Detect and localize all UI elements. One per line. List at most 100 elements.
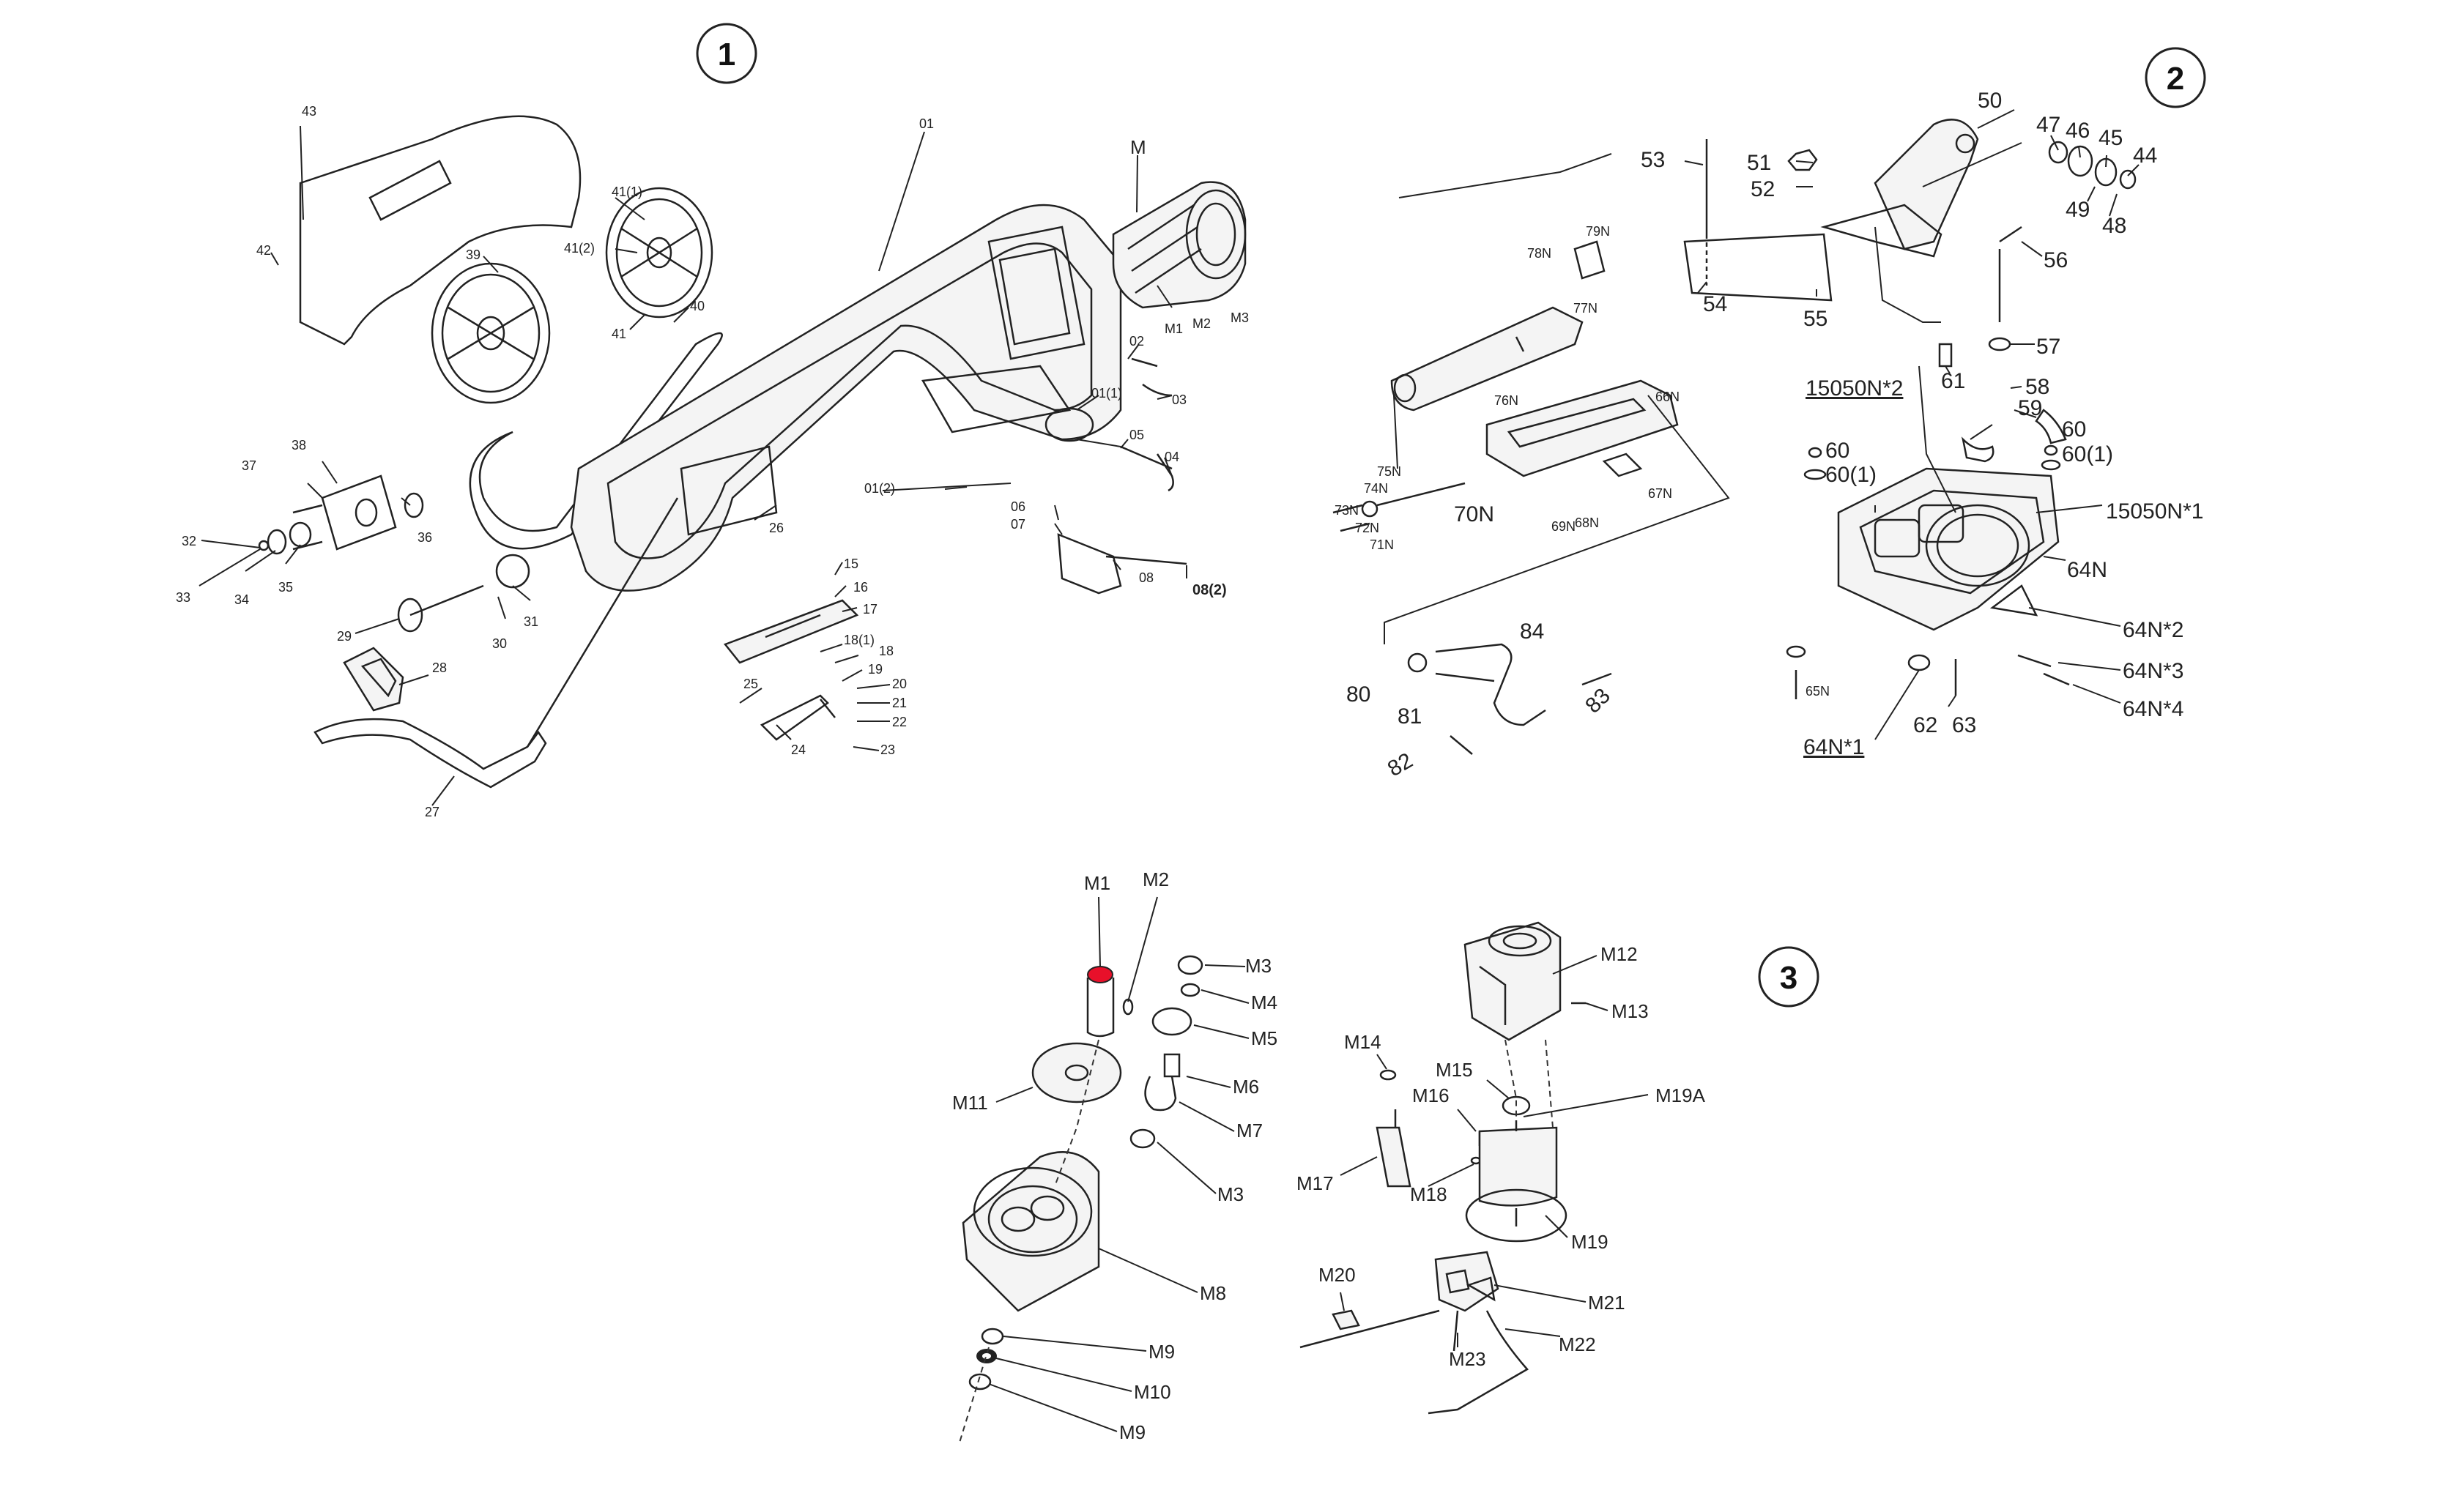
label-42: 42: [256, 243, 271, 258]
vise-jaw-76N: [1390, 306, 1584, 412]
label-39: 39: [466, 247, 480, 262]
label-72N: 72N: [1355, 521, 1379, 535]
label-65N: 65N: [1806, 684, 1830, 699]
label-32: 32: [182, 534, 196, 548]
board-M17: [1376, 1126, 1411, 1188]
label-67N: 67N: [1648, 486, 1672, 501]
section-3-drawing: [959, 896, 1649, 1443]
part-M1-highlight: [1087, 966, 1113, 983]
saw-frame-01: [570, 204, 1122, 592]
label-24: 24: [791, 742, 806, 757]
label-53: 53: [1641, 148, 1665, 172]
label-01: 01: [919, 116, 934, 131]
label-43: 43: [302, 104, 316, 119]
label-37: 37: [242, 458, 256, 473]
label-54: 54: [1703, 292, 1727, 316]
label-M11: M11: [952, 1092, 988, 1114]
section-3-labels: M1 M2 M3 M4 M5 M6 M7 M3 M8 M9 M10 M9 M11…: [952, 868, 1706, 1443]
label-31: 31: [524, 614, 538, 629]
label-47: 47: [2036, 113, 2060, 137]
label-M7: M7: [1236, 1120, 1263, 1142]
svg-text:3: 3: [1780, 960, 1797, 996]
section-2-labels: 50 47 46 45 44 49 48 51 52 53 54 55 56 5…: [1335, 89, 2203, 781]
label-34: 34: [234, 592, 249, 607]
disc-M11: [1031, 1042, 1122, 1103]
label-02: 02: [1129, 334, 1144, 349]
guide-24: [760, 694, 829, 741]
label-76N: 76N: [1494, 393, 1518, 408]
label-M9-bottom: M9: [1119, 1421, 1146, 1443]
label-46: 46: [2066, 119, 2090, 143]
label-M20: M20: [1318, 1264, 1356, 1286]
label-08-2: 08(2): [1192, 582, 1227, 598]
label-M4: M4: [1251, 991, 1277, 1013]
label-66N: 66N: [1655, 390, 1680, 404]
blade-40: [469, 332, 723, 550]
label-57: 57: [2036, 335, 2060, 359]
label-63: 63: [1952, 713, 1976, 737]
label-83: 83: [1581, 684, 1615, 718]
label-M13: M13: [1611, 1000, 1649, 1022]
label-59: 59: [2018, 396, 2042, 420]
label-M15: M15: [1436, 1059, 1473, 1081]
label-M: M: [1130, 136, 1146, 158]
handle-27: [313, 718, 547, 789]
label-29: 29: [337, 629, 352, 644]
part-M20: [1332, 1309, 1360, 1330]
label-M3-top: M3: [1245, 955, 1272, 977]
label-17: 17: [863, 602, 877, 617]
label-M8: M8: [1200, 1282, 1226, 1304]
label-74N: 74N: [1364, 481, 1388, 496]
section-1-drawing: [198, 115, 1247, 806]
label-27: 27: [425, 805, 439, 819]
wheel-cover-43: [299, 115, 582, 346]
label-50: 50: [1978, 89, 2002, 113]
label-73N: 73N: [1335, 503, 1359, 518]
label-M5: M5: [1251, 1027, 1277, 1049]
label-41: 41: [612, 327, 626, 341]
turntable-base-64N: [1837, 467, 2060, 631]
label-03: 03: [1172, 392, 1187, 407]
label-62: 62: [1913, 713, 1937, 737]
plate-55: [1683, 233, 1833, 302]
label-44: 44: [2133, 144, 2157, 168]
label-45: 45: [2099, 126, 2123, 150]
motor-M: [1112, 181, 1247, 309]
label-05: 05: [1129, 428, 1144, 442]
label-08: 08: [1139, 570, 1154, 585]
label-81: 81: [1398, 704, 1422, 729]
label-M21: M21: [1588, 1292, 1625, 1314]
label-28: 28: [432, 660, 447, 675]
label-23: 23: [880, 742, 895, 757]
section-1-labels: 43 42 39 41(1) 41(2) 41 40 01 M M1 M2 M3…: [176, 104, 1249, 819]
housing-M8: [962, 1151, 1100, 1312]
label-21: 21: [892, 696, 907, 710]
label-16: 16: [853, 580, 868, 595]
motor-housing-M12: [1463, 921, 1562, 1041]
motor-M19: [1478, 1126, 1558, 1207]
section-2-drawing: [1332, 109, 2140, 755]
label-22: 22: [892, 715, 907, 729]
label-56: 56: [2044, 248, 2068, 272]
label-58: 58: [2025, 375, 2049, 399]
label-M23: M23: [1449, 1348, 1486, 1370]
label-30: 30: [492, 636, 507, 651]
label-41-1: 41(1): [612, 185, 642, 199]
label-15050N-1: 15050N*1: [2106, 499, 2203, 524]
label-M22: M22: [1559, 1333, 1596, 1355]
label-84: 84: [1520, 619, 1544, 644]
label-60-1-left: 60(1): [1825, 463, 1877, 487]
section-marker-2: 2: [2145, 47, 2206, 108]
label-M18: M18: [1410, 1183, 1447, 1205]
label-15050N-2: 15050N*2: [1806, 376, 1903, 401]
label-70N: 70N: [1454, 502, 1494, 526]
label-33: 33: [176, 590, 190, 605]
label-64N-3: 64N*3: [2123, 659, 2183, 683]
label-55: 55: [1803, 307, 1827, 331]
label-26: 26: [769, 521, 784, 535]
label-64N-4: 64N*4: [2123, 697, 2183, 721]
label-60-right: 60: [2062, 417, 2086, 442]
label-M19: M19: [1571, 1231, 1608, 1253]
label-20: 20: [892, 677, 907, 691]
label-64N-1: 64N*1: [1803, 735, 1864, 759]
